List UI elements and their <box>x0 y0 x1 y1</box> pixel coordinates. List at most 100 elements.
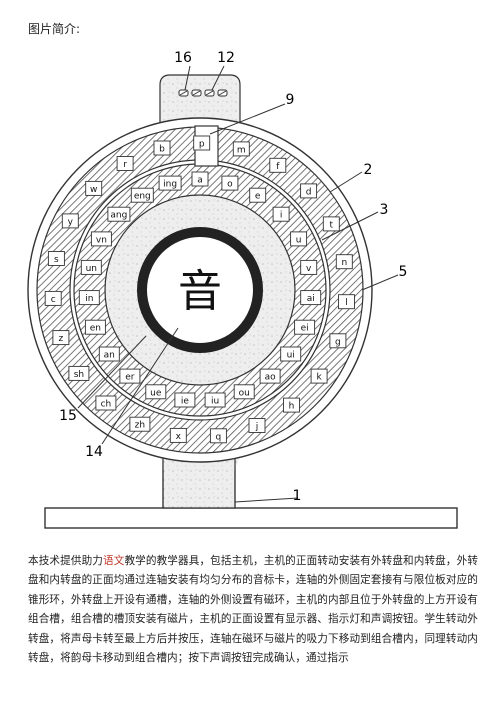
final-card: an <box>98 346 120 362</box>
final-card-label: o <box>227 180 233 190</box>
initial-card-label: t <box>330 220 334 230</box>
final-card-label: u <box>296 235 302 245</box>
initial-card-label: n <box>341 258 347 268</box>
final-card-label: ie <box>181 397 190 407</box>
indicator-lights <box>178 89 228 97</box>
initial-card: c <box>44 290 62 306</box>
final-card-label: ou <box>239 388 250 398</box>
final-card: e <box>249 187 267 203</box>
initial-card: r <box>116 156 134 171</box>
final-card: ou <box>233 384 255 400</box>
initial-card: h <box>283 397 300 413</box>
final-card: ao <box>259 368 281 384</box>
final-card: o <box>221 175 239 191</box>
final-card-label: en <box>90 324 101 334</box>
final-card: ui <box>280 346 302 362</box>
initial-card-label: r <box>123 160 127 170</box>
final-card: ai <box>300 290 322 306</box>
callout-2: 2 <box>364 162 373 178</box>
initial-card-label: f <box>276 162 280 172</box>
final-card-label: vn <box>96 235 107 245</box>
initial-card: f <box>269 157 287 173</box>
callout-3: 3 <box>380 202 389 218</box>
initial-card: q <box>209 428 227 444</box>
final-card: ei <box>294 319 316 335</box>
paragraph-body: 教学的教学器具，包括主机，主机的正面转动安装有外转盘和内转盘，外转盘和内转盘的正… <box>28 555 479 665</box>
initial-card-label: q <box>216 432 222 442</box>
final-card-label: er <box>125 373 135 383</box>
initial-card: j <box>248 418 266 433</box>
final-card: en <box>84 319 106 335</box>
final-card-label: i <box>280 211 283 221</box>
initial-card: zh <box>129 416 151 432</box>
final-card-label: v <box>306 264 312 274</box>
center-character: 音 <box>178 266 222 317</box>
callout-14: 14 <box>85 444 103 460</box>
initial-card-label: h <box>289 402 295 412</box>
callout-1: 1 <box>293 488 302 504</box>
initial-card: n <box>335 254 353 270</box>
initial-card: s <box>47 251 65 266</box>
callout-9: 9 <box>286 92 295 108</box>
figure-heading: 图片简介: <box>28 22 81 36</box>
initial-card: l <box>338 294 355 310</box>
description-paragraph: 本技术提供助力语文教学的教学器具，包括主机，主机的正面转动安装有外转盘和内转盘，… <box>28 552 478 668</box>
initial-card-label: sh <box>74 370 84 380</box>
final-card: eng <box>130 187 154 203</box>
callout-16: 16 <box>174 50 192 66</box>
paragraph-intro: 本技术提供助力 <box>28 555 104 567</box>
initial-card: x <box>169 427 187 443</box>
initial-card-label: w <box>90 185 97 195</box>
initial-card-label: d <box>306 187 312 197</box>
base-plate <box>44 507 458 529</box>
final-card-label: ei <box>301 324 309 334</box>
initial-card: m <box>232 141 250 157</box>
initial-card-label: ch <box>101 400 112 410</box>
initial-card-label: z <box>59 334 64 344</box>
top-handle <box>159 74 241 133</box>
initial-card: t <box>322 216 340 232</box>
initial-card-label: c <box>51 295 56 305</box>
final-card-label: e <box>255 192 261 202</box>
final-card-label: eng <box>134 192 151 202</box>
final-card-label: ao <box>265 373 277 383</box>
outer-card-ring: b p m f d t n l g k h j q x zh ch sh z c s y w r <box>44 135 355 444</box>
final-card: v <box>300 259 318 275</box>
initial-card: g <box>329 333 347 349</box>
final-card-label: ue <box>150 388 162 398</box>
final-card: u <box>290 231 308 247</box>
initial-card: sh <box>68 365 90 381</box>
final-card: vn <box>90 231 112 247</box>
initial-card: p <box>193 135 211 151</box>
final-card: ie <box>174 392 196 408</box>
initial-card-label: b <box>159 145 165 155</box>
final-card: ue <box>145 384 167 400</box>
final-card-label: ai <box>307 294 315 304</box>
final-card-label: in <box>85 294 93 304</box>
final-card: un <box>80 259 102 275</box>
initial-card: y <box>61 213 79 229</box>
callout-5: 5 <box>399 264 408 280</box>
final-card-label: ing <box>163 180 177 190</box>
initial-card-label: x <box>176 432 182 442</box>
final-card-label: ui <box>287 351 295 361</box>
initial-card-label: s <box>54 255 59 265</box>
display-ring <box>137 227 263 353</box>
final-card-label: iu <box>211 397 219 407</box>
final-card-label: an <box>104 351 115 361</box>
final-card: iu <box>204 392 226 408</box>
final-card: ing <box>158 175 182 191</box>
final-card-label: un <box>86 264 97 274</box>
leader-lines <box>77 65 399 503</box>
paragraph-accent-link[interactable]: 语文 <box>103 555 125 567</box>
initial-card-label: y <box>68 217 74 227</box>
final-card: in <box>78 290 100 306</box>
final-card-label: ang <box>110 211 127 221</box>
initial-card: z <box>52 330 70 346</box>
initial-card: w <box>85 180 103 196</box>
initial-card-label: zh <box>135 421 145 431</box>
initial-card-label: j <box>255 422 259 432</box>
final-card: a <box>191 171 209 187</box>
initial-card: k <box>310 368 328 384</box>
